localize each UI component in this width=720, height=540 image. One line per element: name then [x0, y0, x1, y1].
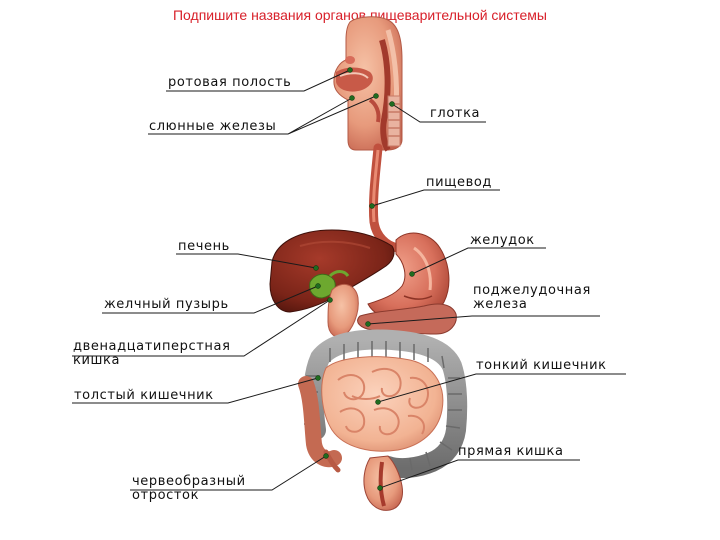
- label-large-intestine: толстый кишечник: [74, 388, 214, 403]
- leader-pharynx: [391, 103, 486, 123]
- leader-salivary: [148, 95, 377, 135]
- liver: [269, 229, 395, 313]
- label-appendix-line1: червеобразный: [132, 474, 246, 489]
- label-liver: печень: [178, 239, 230, 254]
- label-pancreas-line2: железа: [473, 297, 528, 312]
- leader-stomach: [411, 247, 546, 275]
- label-pharynx: глотка: [430, 106, 481, 121]
- label-esophagus: пищевод: [426, 175, 492, 190]
- leader-esophagus: [371, 189, 500, 207]
- label-pancreas: поджелудочная железа: [473, 284, 591, 312]
- label-appendix: червеобразный отросток: [132, 475, 246, 503]
- label-salivary-glands: слюнные железы: [149, 119, 277, 134]
- leader-pancreas: [367, 315, 600, 325]
- leader-mouth: [166, 69, 351, 92]
- leader-appendix: [130, 455, 327, 491]
- label-pancreas-line1: поджелудочная: [473, 283, 591, 298]
- leader-rectum: [379, 459, 580, 489]
- label-stomach: желудок: [470, 233, 535, 248]
- label-duodenum-line1: двенадцатиперстная: [73, 339, 231, 354]
- leader-lines: [72, 69, 626, 491]
- head-section: [333, 16, 403, 152]
- duodenum: [327, 283, 359, 338]
- pointer-dots: [313, 67, 415, 491]
- label-appendix-line2: отросток: [132, 488, 200, 503]
- label-duodenum-line2: кишка: [73, 353, 121, 368]
- leader-duodenum: [72, 299, 331, 357]
- label-rectum: прямая кишка: [458, 444, 564, 459]
- leader-large-intestine: [72, 377, 319, 404]
- label-small-intestine: тонкий кишечник: [476, 358, 607, 373]
- label-gallbladder: желчный пузырь: [104, 297, 229, 312]
- leader-small-intestine: [377, 373, 626, 403]
- label-duodenum: двенадцатиперстная кишка: [73, 340, 231, 368]
- leader-liver: [176, 253, 317, 269]
- page-title: Подпишите названия органов пищеварительн…: [172, 7, 547, 23]
- label-mouth: ротовая полость: [168, 75, 292, 90]
- small-intestine: [321, 356, 444, 452]
- rectum: [363, 455, 403, 511]
- leader-gallbladder: [102, 285, 319, 314]
- cecum: [298, 376, 342, 468]
